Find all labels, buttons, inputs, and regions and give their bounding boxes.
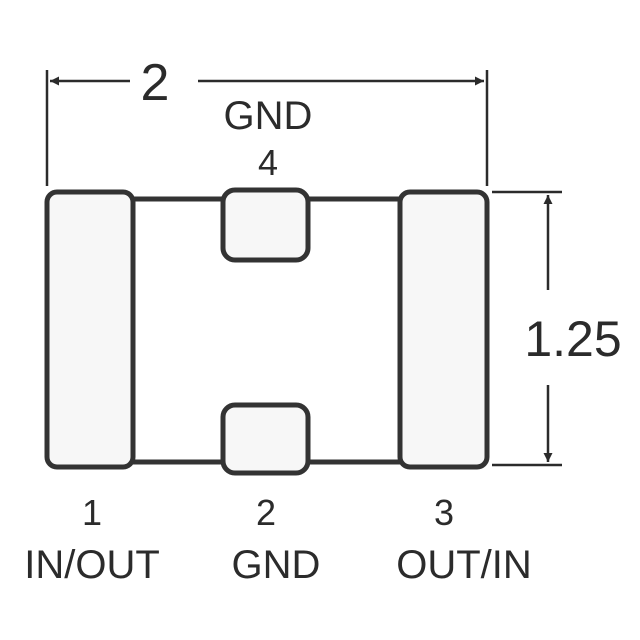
height-dimension bbox=[492, 190, 562, 467]
pad-3-number: 3 bbox=[434, 492, 454, 533]
width-dimension bbox=[45, 70, 489, 186]
pad-1 bbox=[44, 189, 136, 470]
pad-2-name: GND bbox=[232, 543, 321, 587]
width-label: 2 bbox=[141, 54, 170, 112]
pad-1-name: IN/OUT bbox=[24, 543, 160, 587]
pad-3-name: OUT/IN bbox=[396, 543, 532, 587]
pad-1-number: 1 bbox=[82, 492, 102, 533]
pad-4-number: 4 bbox=[258, 142, 278, 183]
pad-3 bbox=[397, 189, 490, 470]
pad-2-number: 2 bbox=[256, 492, 276, 533]
pad-4-name: GND bbox=[224, 94, 313, 138]
pad-2 bbox=[220, 402, 311, 476]
height-label: 1.25 bbox=[524, 311, 621, 367]
pad-4 bbox=[220, 187, 311, 263]
